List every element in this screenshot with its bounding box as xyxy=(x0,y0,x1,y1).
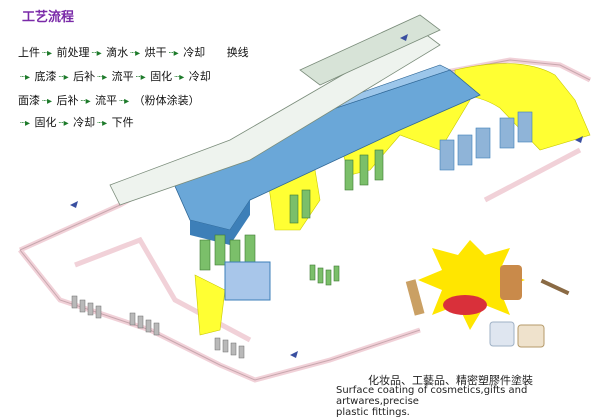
right-booths xyxy=(439,111,533,171)
arrow-icon: ┈▸ xyxy=(20,72,30,83)
flow-step: 后补 xyxy=(73,70,96,83)
flow-step: 固化 xyxy=(34,116,57,129)
flow-step: 固化 xyxy=(150,70,173,83)
flow-row-2: ┈▸ 底漆┈▸ 后补┈▸ 流平┈▸ 固化┈▸ 冷却 xyxy=(18,68,211,84)
cosmetics-illustration xyxy=(405,240,570,348)
flow-step: 前处理 xyxy=(56,46,90,59)
arrow-icon: ┈▸ xyxy=(42,48,52,59)
green-units xyxy=(199,149,384,286)
flow-step: 上件 xyxy=(18,46,40,59)
flow-step: 冷却 xyxy=(183,46,206,59)
flow-step: 滴水 xyxy=(106,46,129,59)
flow-step: （粉体涂装） xyxy=(133,94,200,107)
caption-english-line-2: plastic fittings. xyxy=(336,407,410,418)
flow-step: 下件 xyxy=(111,116,134,129)
arrow-icon: ┈▸ xyxy=(80,96,91,107)
arrow-icon: ┈▸ xyxy=(97,118,107,129)
arrow-icon: ┈▸ xyxy=(42,96,52,107)
arrow-icon: ┈▸ xyxy=(119,96,129,107)
arrow-icon: ┈▸ xyxy=(58,118,69,129)
arrow-icon: ┈▸ xyxy=(58,72,69,83)
flow-arrows xyxy=(70,34,583,358)
flow-row-3: 面漆┈▸ 后补┈▸ 流平┈▸ （粉体涂装） xyxy=(18,92,200,108)
arrow-icon: ┈▸ xyxy=(130,48,140,59)
caption-english: Surface coating of cosmetics,gifts and a… xyxy=(336,385,596,418)
flow-step: 底漆 xyxy=(34,70,57,83)
flow-row-4: ┈▸ 固化┈▸ 冷却┈▸ 下件 xyxy=(18,114,134,130)
flow-step: 冷却 xyxy=(188,70,211,83)
hanging-parts xyxy=(71,295,245,359)
flow-row-1: 上件┈▸ 前处理┈▸ 滴水┈▸ 烘干┈▸ 冷却 换线 xyxy=(18,44,249,60)
caption-chinese: 化妆品、工藝品、精密塑膠件塗裝 xyxy=(368,374,533,387)
flow-step: 烘干 xyxy=(144,46,167,59)
page-title: 工艺流程 xyxy=(22,10,75,25)
arrow-icon: ┈▸ xyxy=(97,72,107,83)
arrow-icon: ┈▸ xyxy=(91,48,102,59)
oven-tunnel xyxy=(109,14,441,206)
flow-step: 冷却 xyxy=(73,116,96,129)
flow-step: 面漆 xyxy=(18,94,40,107)
flow-step: 流平 xyxy=(111,70,134,83)
side-booth xyxy=(224,261,271,301)
arrow-icon: ┈▸ xyxy=(135,72,146,83)
arrow-icon: ┈▸ xyxy=(174,72,184,83)
flow-step: 流平 xyxy=(95,94,118,107)
flow-step: 换线 xyxy=(226,46,249,59)
caption-english-line-1: Surface coating of cosmetics,gifts and a… xyxy=(336,385,528,407)
arrow-icon: ┈▸ xyxy=(168,48,179,59)
flow-step: 后补 xyxy=(56,94,79,107)
arrow-icon: ┈▸ xyxy=(20,118,30,129)
